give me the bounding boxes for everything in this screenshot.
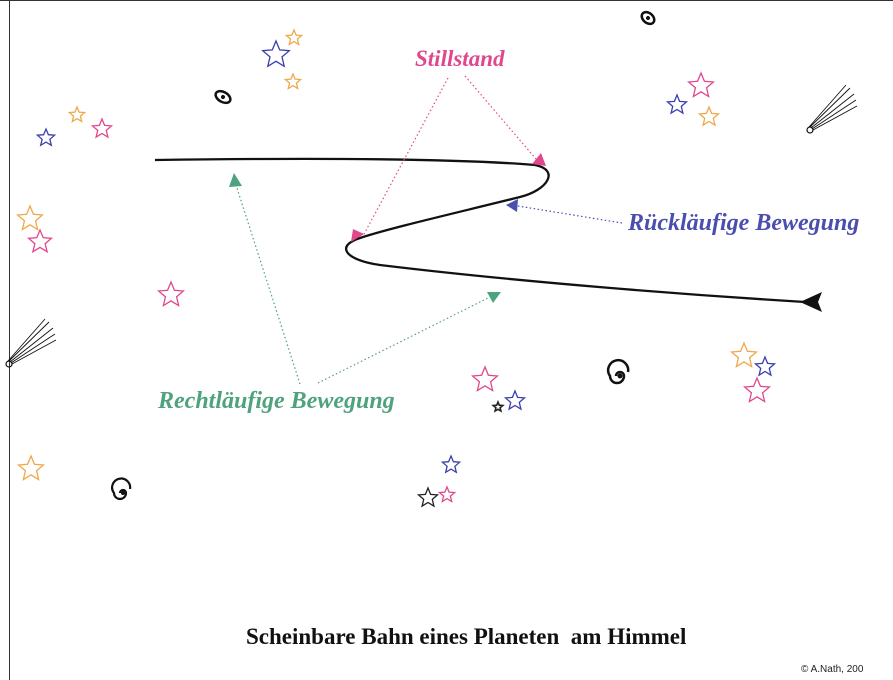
- planet-path: [154, 157, 806, 304]
- rechtläufig-pointer-right: [317, 296, 491, 384]
- rueckläufig-arrowhead: [506, 199, 518, 212]
- star-icon: [90, 117, 114, 139]
- stillstand-arrowhead-left: [351, 229, 364, 242]
- star-icon: [437, 485, 457, 503]
- path-arrowhead: [800, 292, 822, 312]
- star-icon: [15, 204, 45, 231]
- comet-icon: [806, 84, 858, 134]
- star-icon: [491, 399, 505, 413]
- star-field: [15, 28, 777, 508]
- star-icon: [742, 376, 772, 403]
- stillstand-label: Stillstand: [415, 46, 505, 71]
- star-icon: [26, 228, 54, 254]
- comet-icon: [5, 318, 57, 368]
- star-icon: [156, 280, 186, 307]
- star-icon: [416, 486, 440, 508]
- stillstand-pointer-right: [464, 75, 537, 160]
- rueckläufige-bewegung-label: Rückläufige Bewegung: [628, 210, 860, 236]
- stillstand-arrowhead-right: [532, 153, 546, 166]
- star-icon: [503, 389, 527, 411]
- star-icon: [470, 365, 500, 392]
- star-icon: [729, 341, 759, 368]
- galaxy-icon: [606, 359, 630, 385]
- galaxy-icon: [214, 89, 232, 105]
- star-icon: [35, 127, 57, 147]
- star-icon: [16, 454, 46, 481]
- diagram-title: Scheinbare Bahn eines Planeten am Himmel: [246, 624, 687, 649]
- rechtläufig-arrowhead-left: [229, 173, 242, 187]
- star-icon: [686, 71, 716, 98]
- galaxy-icon: [640, 10, 656, 26]
- star-icon: [753, 355, 777, 377]
- star-icon: [697, 105, 721, 127]
- star-icon: [283, 72, 303, 90]
- galaxy-icon: [111, 477, 132, 501]
- star-icon: [284, 28, 304, 46]
- rechtläufige-bewegung-label: Rechtläufige Bewegung: [158, 388, 395, 414]
- rechtläufig-arrowhead-right: [487, 292, 501, 303]
- stillstand-pointer-left: [362, 77, 449, 237]
- rueckläufig-pointer: [517, 205, 623, 224]
- star-icon: [440, 454, 462, 474]
- star-icon: [67, 105, 87, 123]
- star-icon: [665, 93, 689, 115]
- copyright-note: © A.Nath, 200: [801, 664, 864, 675]
- rechtläufig-pointer-left: [235, 184, 301, 385]
- star-icon: [261, 39, 291, 68]
